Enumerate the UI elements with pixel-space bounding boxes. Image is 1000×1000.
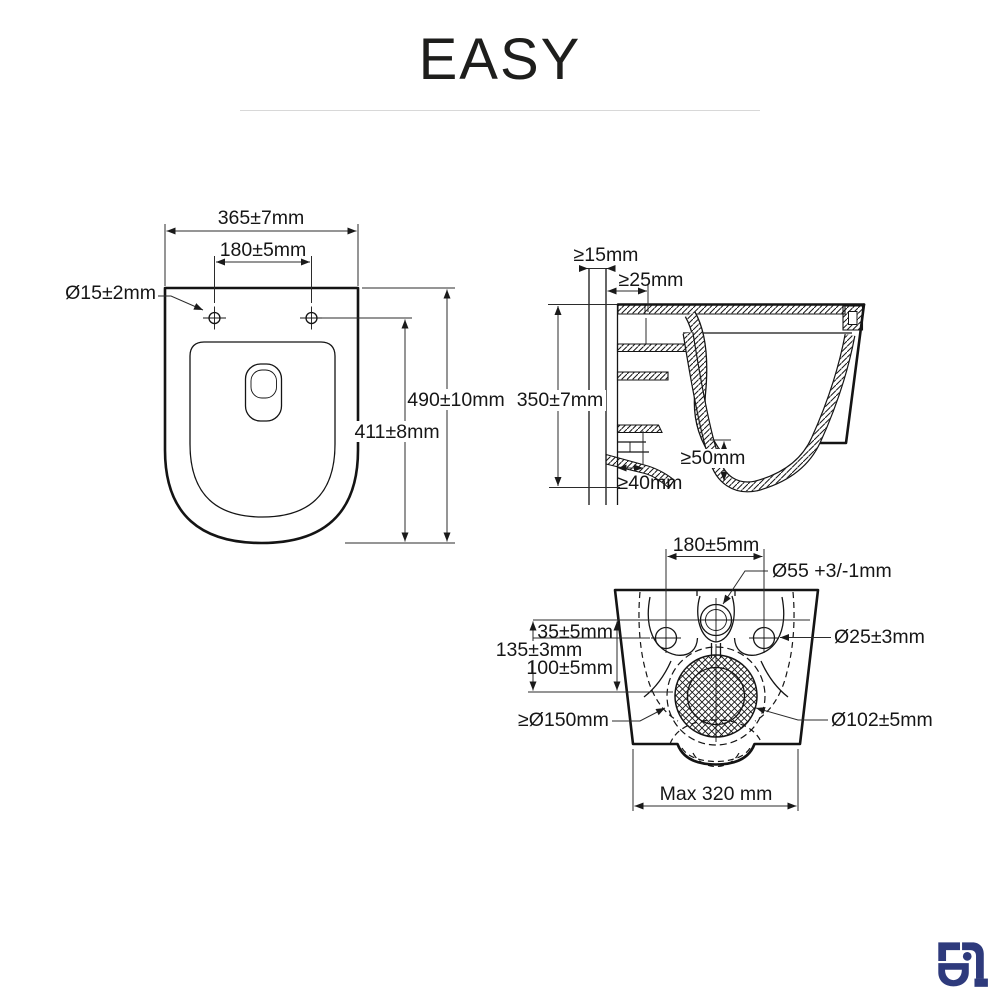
logo-foot [974, 978, 988, 987]
wall-lines [588, 268, 619, 505]
label-mask [514, 390, 606, 411]
side-view-height-label: 350±7mm [517, 389, 604, 411]
side-view-wall-clearance-label: ≥15mm [574, 244, 639, 266]
back-view-hole-to-outlet-label: 100±5mm [526, 657, 613, 679]
back-view-outlet-diameter-label: Ø102±5mm [831, 709, 933, 731]
logo-flag [938, 942, 960, 961]
back-view-inlet-diameter-label: Ø55 +3/-1mm [772, 560, 892, 582]
top-view-holes-to-front-label: 411±8mm [354, 421, 439, 443]
back-view-inlet-to-outlet-label: 135±3mm [496, 639, 583, 661]
top-slab-section [617, 304, 846, 315]
back-view-hole-spacing-label: 180±5mm [673, 534, 760, 556]
logo-eye [962, 952, 972, 961]
top-view-hole-diameter-label: Ø15±2mm [65, 282, 156, 304]
back-view-inlet-to-hole-label: 35±5mm [537, 621, 613, 643]
label-mask [408, 389, 505, 410]
top-view-depth-label: 490±10mm [407, 389, 504, 411]
side-view-outlet-offset-label: ≥40mm [618, 472, 683, 494]
side-view-inlet-depth-label: ≥25mm [619, 269, 684, 291]
ledge-section [616, 371, 669, 381]
label-mask [351, 421, 444, 442]
top-view-width-label: 365±7mm [218, 207, 305, 229]
back-view-hole-diameter-label: Ø25±3mm [834, 626, 925, 648]
inlet-hole [699, 603, 733, 637]
outlet-clearance-circle [666, 646, 766, 746]
page-title: EASY [418, 27, 582, 92]
seat-opening-outline [189, 341, 336, 518]
inlet-slab-section [616, 343, 691, 353]
back-view-max-width-label: Max 320 mm [660, 783, 773, 805]
logo-arch [962, 942, 984, 979]
back-outline [613, 588, 820, 766]
label-mask [681, 449, 747, 468]
flush-opening-outer [244, 363, 283, 422]
mounting-hole-left [203, 306, 226, 330]
bowl-wall-section [682, 332, 856, 493]
back-view-clearance-diameter-label: ≥Ø150mm [518, 709, 609, 731]
flush-opening-inner [250, 369, 277, 399]
brand-logo [938, 942, 988, 987]
outer-shell-right [810, 303, 866, 445]
top-view-drawing: 365±7mm 180±5mm Ø15±2mm 490±10mm 411±8mm [65, 207, 505, 545]
back-view-drawing: 180±5mm Ø55 +3/-1mm 35±5mm 135±3mm 100±5… [496, 534, 933, 811]
logo-bowl [938, 963, 969, 987]
title-divider [240, 110, 760, 111]
bowl-outline [163, 286, 360, 545]
lower-ledge-section [616, 424, 663, 434]
top-view-hole-spacing-label: 180±5mm [220, 239, 307, 261]
mounting-hole-right [300, 306, 323, 330]
side-view-drawing: ≥15mm ≥25mm 350±7mm ≥50mm ≥40mm [514, 244, 866, 505]
label-mask [497, 641, 582, 660]
side-view-water-seal-label: ≥50mm [681, 447, 746, 469]
